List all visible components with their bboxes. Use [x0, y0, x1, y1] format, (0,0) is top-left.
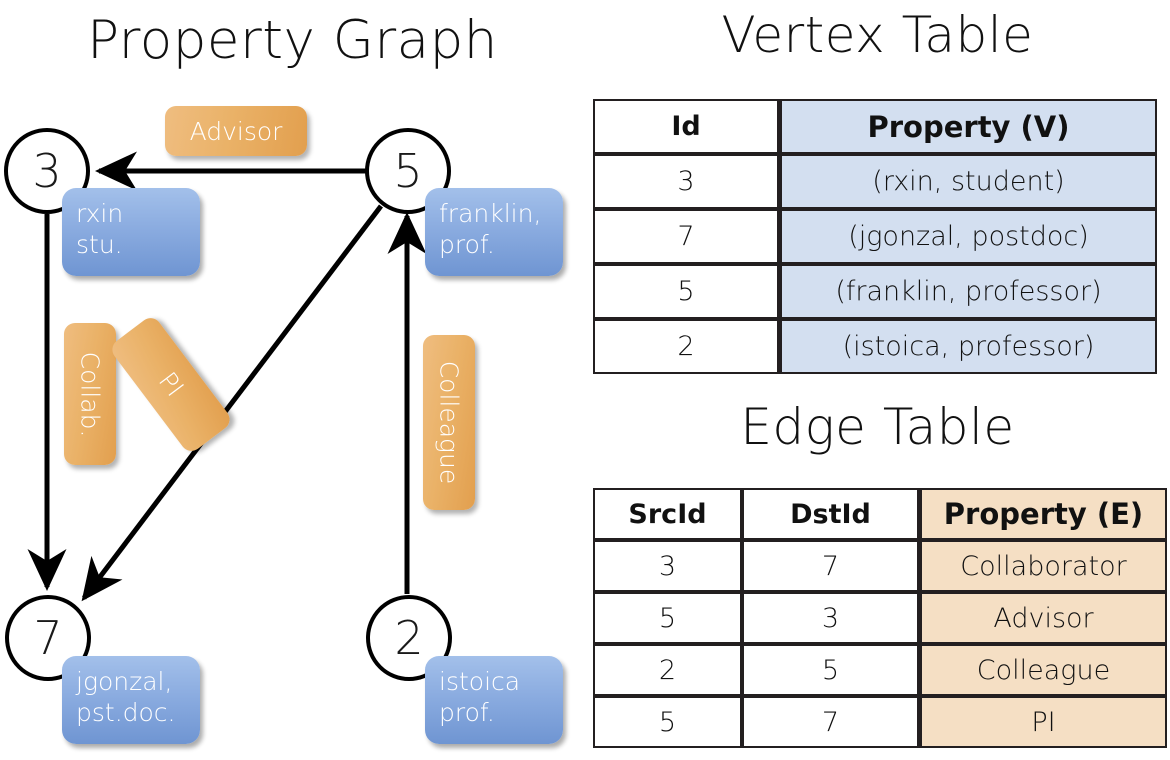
edge-table: SrcId DstId Property (E) 3 7 Collaborato… [593, 488, 1167, 748]
graph-node-3-label: 3 [32, 144, 62, 198]
table-row: 3 (rxin, student) [593, 154, 1157, 209]
vertex-row-2-id: 5 [593, 264, 779, 319]
graph-node-7-label: 7 [33, 611, 63, 665]
graph-node-2-label: 2 [394, 611, 424, 665]
edge-row-2-property: Colleague [919, 644, 1167, 696]
node-property-box-rxin: rxin stu. [62, 188, 200, 276]
table-row: 2 (istoica, professor) [593, 319, 1157, 374]
node-property-franklin-line1: franklin, [439, 199, 542, 228]
edge-label-collaborator-text: Collab. [75, 351, 105, 437]
edge-label-collaborator: Collab. [64, 323, 116, 465]
edge-row-3-property: PI [919, 696, 1167, 748]
vertex-table-header-id: Id [593, 99, 779, 154]
vertex-table-header-row: Id Property (V) [593, 99, 1157, 154]
edge-row-1-src: 5 [593, 592, 742, 644]
node-property-rxin-line2: stu. [76, 230, 123, 260]
edge-label-advisor: Advisor [165, 106, 307, 156]
page-title-property-graph: Property Graph [87, 10, 498, 71]
page-title-edge-table: Edge Table [740, 398, 1015, 456]
edge-row-0-dst: 7 [742, 540, 919, 592]
edge-label-advisor-text: Advisor [189, 116, 283, 146]
edge-table-header-dstid: DstId [742, 488, 919, 540]
node-property-box-franklin: franklin, prof. [425, 188, 563, 276]
node-property-istoica-line1: istoica [439, 667, 521, 696]
node-property-jgonzal-line1: jgonzal, [76, 667, 173, 696]
node-property-jgonzal-line2: pst.doc. [76, 698, 176, 728]
edge-row-1-dst: 3 [742, 592, 919, 644]
vertex-row-3-id: 2 [593, 319, 779, 374]
vertex-row-3-property: (istoica, professor) [779, 319, 1157, 374]
node-property-box-jgonzal: jgonzal, pst.doc. [62, 656, 200, 744]
vertex-table: Id Property (V) 3 (rxin, student) 7 (jgo… [593, 99, 1157, 374]
table-row: 5 3 Advisor [593, 592, 1167, 644]
node-property-istoica-line2: prof. [439, 698, 495, 728]
edge-row-1-property: Advisor [919, 592, 1167, 644]
table-row: 5 7 PI [593, 696, 1167, 748]
node-property-box-istoica: istoica prof. [425, 656, 563, 744]
edge-label-colleague-text: Colleague [434, 360, 464, 485]
edge-label-pi-text: PI [152, 366, 190, 403]
vertex-table-header-property: Property (V) [779, 99, 1157, 154]
page-title-vertex-table: Vertex Table [721, 6, 1034, 64]
property-graph-diagram: 3 5 7 2 rxin stu. franklin, prof. jgonza… [4, 106, 563, 744]
node-property-franklin-line2: prof. [439, 230, 495, 260]
vertex-row-1-property: (jgonzal, postdoc) [779, 209, 1157, 264]
edge-label-colleague: Colleague [423, 335, 475, 510]
graph-node-2[interactable]: 2 [366, 595, 452, 681]
vertex-row-0-property: (rxin, student) [779, 154, 1157, 209]
table-row: 5 (franklin, professor) [593, 264, 1157, 319]
vertex-row-0-id: 3 [593, 154, 779, 209]
vertex-row-1-id: 7 [593, 209, 779, 264]
vertex-row-2-property: (franklin, professor) [779, 264, 1157, 319]
edge-5-to-7-pi [81, 204, 383, 602]
graph-node-5-label: 5 [393, 144, 423, 198]
node-property-rxin-line1: rxin [76, 199, 124, 228]
edge-row-2-dst: 5 [742, 644, 919, 696]
edge-row-0-src: 3 [593, 540, 742, 592]
edge-row-3-src: 5 [593, 696, 742, 748]
table-row: 3 7 Collaborator [593, 540, 1167, 592]
table-row: 7 (jgonzal, postdoc) [593, 209, 1157, 264]
edge-row-2-src: 2 [593, 644, 742, 696]
edge-table-header-srcid: SrcId [593, 488, 742, 540]
edge-table-header-row: SrcId DstId Property (E) [593, 488, 1167, 540]
edge-row-3-dst: 7 [742, 696, 919, 748]
edge-table-header-property: Property (E) [919, 488, 1167, 540]
graph-edges-layer [27, 151, 427, 602]
table-row: 2 5 Colleague [593, 644, 1167, 696]
edge-row-0-property: Collaborator [919, 540, 1167, 592]
